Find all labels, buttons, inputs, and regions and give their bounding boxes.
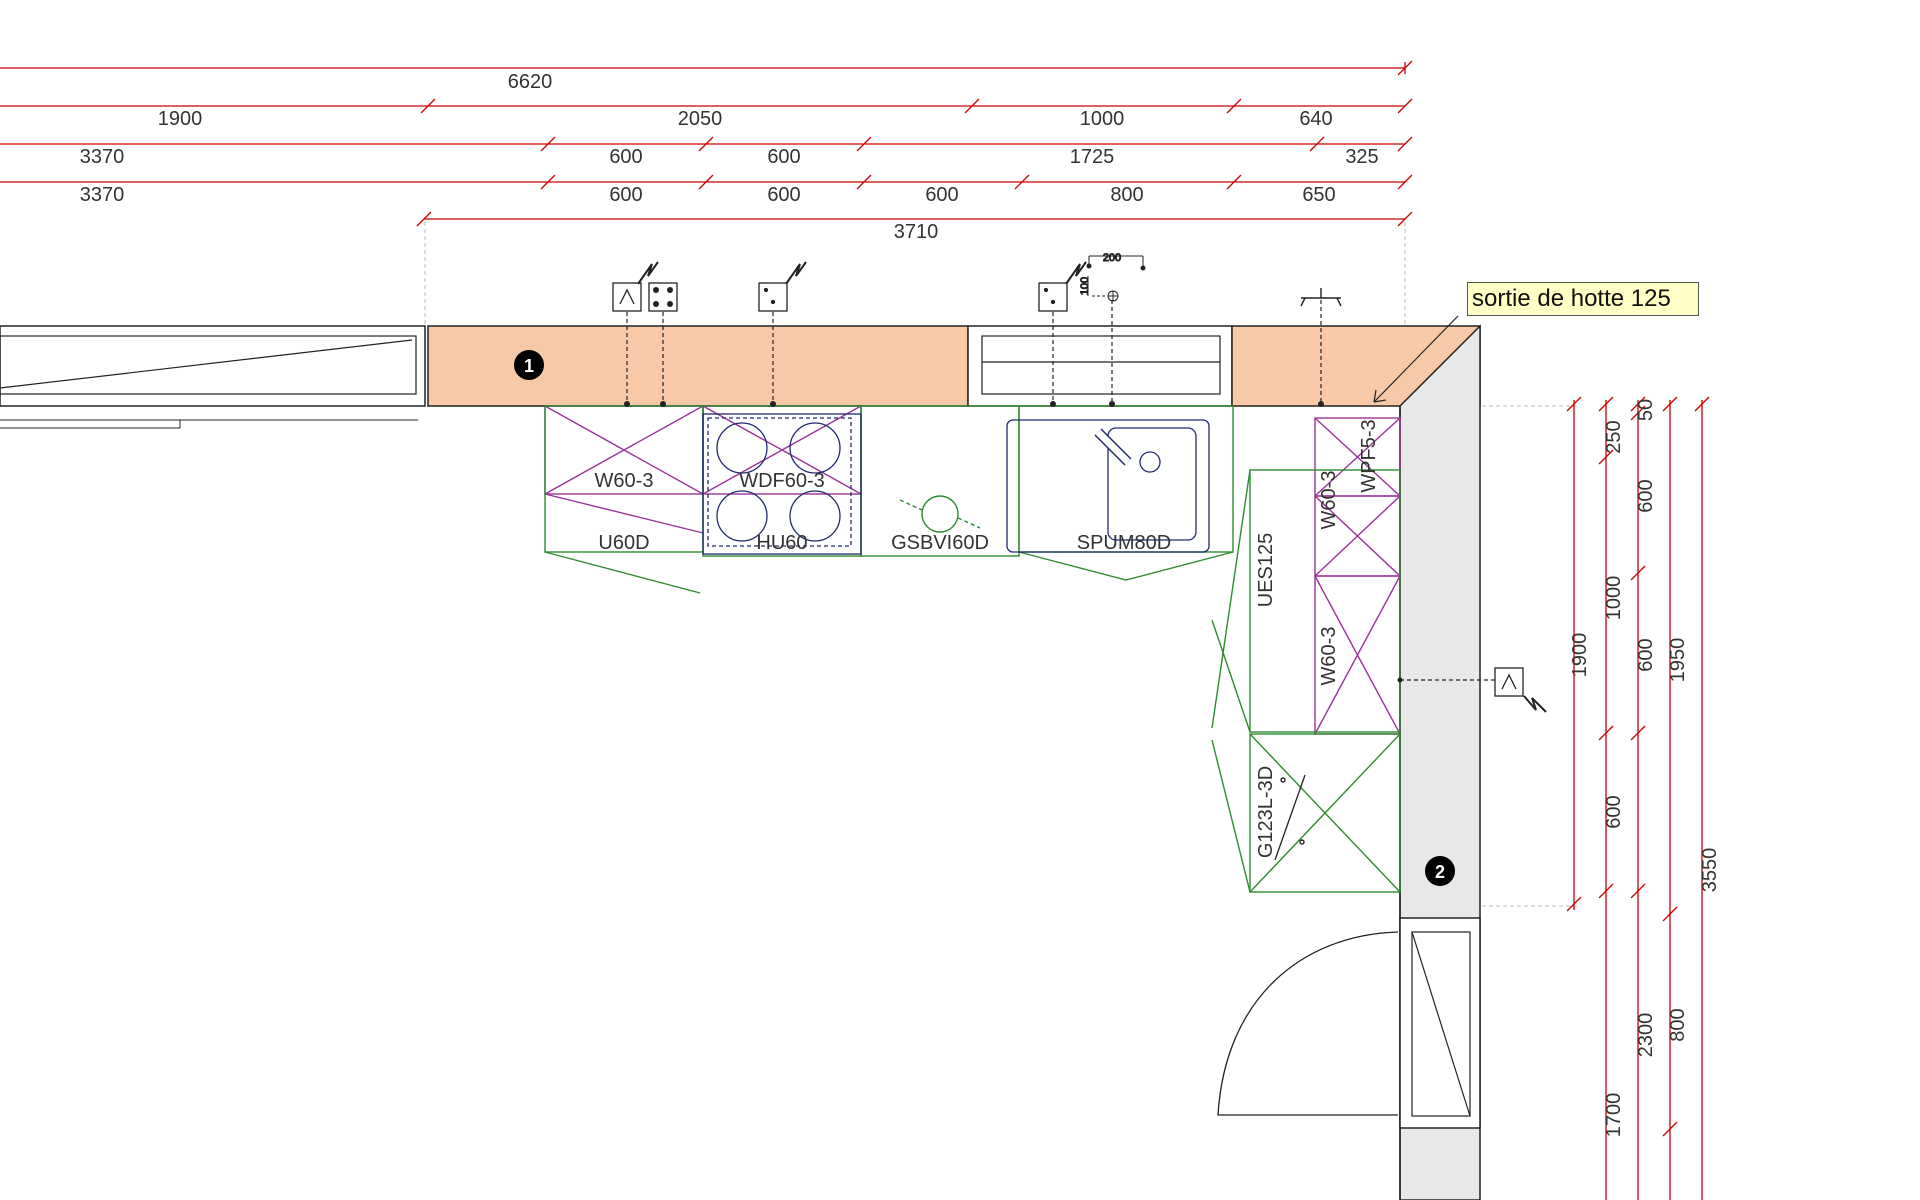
label-w60-3-side-b: W60-3: [1318, 627, 1340, 686]
hood-outlet-callout: sortie de hotte 125: [1467, 282, 1699, 316]
power-socket-icon: [612, 282, 1524, 697]
lightning-icon: [637, 261, 1547, 713]
door-swing: [1217, 931, 1399, 1116]
right-dimension-chains: [1566, 396, 1710, 1200]
worktop-section-1: [427, 325, 969, 407]
label-w60-3-side-a: W60-3: [1318, 471, 1340, 530]
base-units: [544, 405, 1401, 893]
top-dimension-texts: 6620 1900 2050 1000 640 3370 600 600 172…: [80, 71, 1379, 243]
right-dimension-texts: 1900 250 1000 600 2300 1700 50 600 600 1…: [1569, 399, 1721, 1137]
dim-top-325: 325: [1345, 146, 1378, 168]
unit-labels: W60-3 WDF60-3 U60D HU60 GSBVI60D SPUM80D…: [595, 419, 1380, 858]
label-gsbvi60d: GSBVI60D: [891, 532, 989, 554]
hob: [702, 413, 862, 555]
label-g123l-3d: G123L-3D: [1255, 766, 1277, 858]
callout-arrow: [1373, 315, 1459, 403]
dim-top-3710: 3710: [894, 221, 939, 243]
label-spum80d: SPUM80D: [1077, 532, 1171, 554]
label-wpf5-3: WPF5-3: [1358, 419, 1380, 492]
label-wdf60-3: WDF60-3: [739, 470, 825, 492]
dim-right-3550: 3550: [1699, 848, 1721, 893]
dim-top-600e: 600: [925, 184, 958, 206]
dim-right-1900: 1900: [1569, 633, 1591, 678]
dim-right-2300: 2300: [1635, 1013, 1657, 1058]
dim-right-800: 800: [1667, 1008, 1689, 1041]
connections: [624, 300, 1495, 683]
dim-top-3370a: 3370: [80, 146, 125, 168]
dim-top-800: 800: [1110, 184, 1143, 206]
water-tap-icon: [1300, 288, 1342, 307]
dim-right-600b: 600: [1635, 479, 1657, 512]
dim-100: 100: [1079, 277, 1091, 295]
dim-top-1900: 1900: [158, 108, 203, 130]
label-ues125: UES125: [1255, 533, 1277, 608]
top-dimension-chains: [0, 60, 1413, 227]
window-left: [0, 325, 426, 407]
sink: [1006, 419, 1210, 553]
marker-2: 2: [1425, 856, 1455, 886]
dim-right-50: 50: [1635, 399, 1657, 421]
svg-text:2: 2: [1435, 862, 1445, 882]
dim-top-640: 640: [1299, 108, 1332, 130]
dim-top-2050: 2050: [678, 108, 723, 130]
walls: [0, 324, 1481, 1200]
dim-right-1950: 1950: [1667, 638, 1689, 683]
label-w60-3: W60-3: [595, 470, 654, 492]
marker-1: 1: [514, 350, 544, 380]
dim-right-1000: 1000: [1603, 576, 1625, 621]
small-dims: 200 100: [1079, 252, 1146, 302]
dim-top-6620: 6620: [508, 71, 553, 93]
dim-top-600d: 600: [767, 184, 800, 206]
svg-text:1: 1: [524, 356, 534, 376]
label-u60d: U60D: [598, 532, 649, 554]
dim-top-3370b: 3370: [80, 184, 125, 206]
dim-right-600c: 600: [1635, 638, 1657, 671]
dim-right-600a: 600: [1603, 795, 1625, 828]
dim-200: 200: [1103, 252, 1121, 264]
door-frame: [1399, 917, 1481, 1129]
dim-right-1700: 1700: [1603, 1093, 1625, 1138]
dim-top-650: 650: [1302, 184, 1335, 206]
dim-top-600c: 600: [609, 184, 642, 206]
dim-top-1725: 1725: [1070, 146, 1115, 168]
dim-top-1000: 1000: [1080, 108, 1125, 130]
dim-right-250: 250: [1603, 420, 1625, 453]
dim-top-600b: 600: [767, 146, 800, 168]
label-hu60: HU60: [756, 532, 807, 554]
dim-top-600a: 600: [609, 146, 642, 168]
